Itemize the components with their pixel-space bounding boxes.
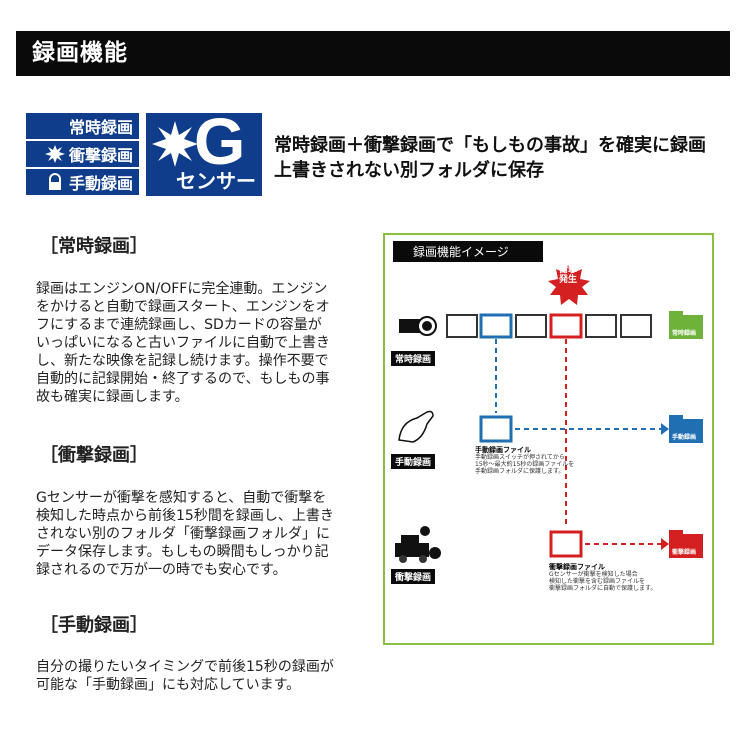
diagram-title: 録画機能イメージ xyxy=(393,241,543,262)
diagram-graphics xyxy=(395,265,703,563)
row-label-impact: 衝撃録画 xyxy=(391,569,436,584)
car-crash-icon xyxy=(395,526,441,563)
badge-manual-label: 手動録画 xyxy=(68,174,133,193)
text-line: Gセンサーが衝撃を感知すると、自動で衝撃を xyxy=(36,490,327,506)
section-body-always: 録画はエンジンON/OFFに完全連動。エンジン をかけると自動で録画スタート、エ… xyxy=(36,280,366,406)
manual-file-desc: 手動録画ファイル 手動録画スイッチが押されてから 15秒～最大約15秒の録画ファ… xyxy=(475,446,575,476)
manual-file-icon xyxy=(479,415,513,443)
page-title: 録画機能 xyxy=(32,40,128,66)
text-line: 故も確実に録画します。 xyxy=(36,389,189,405)
impact-label: 衝撃 発生 xyxy=(553,265,583,285)
lock-icon xyxy=(48,173,61,190)
impact-file-icon xyxy=(549,530,583,558)
badge-impact-label: 衝撃録画 xyxy=(68,146,133,165)
impact-burst-icon xyxy=(548,265,590,305)
impact-file-title: 衝撃録画ファイル xyxy=(549,563,605,571)
text-line: Gセンサーが衝撃を検知した場合 xyxy=(549,571,638,578)
headline: 常時録画＋衝撃録画で「もしもの事故」を確実に録画 上書きされない別フォルダに保存 xyxy=(274,133,734,183)
section-heading-manual: ［手動録画］ xyxy=(40,615,148,636)
text-line: 検知した衝撃を含む録画ファイルを xyxy=(549,578,646,585)
text-line: 録画はエンジンON/OFFに完全連動。エンジン xyxy=(36,281,328,297)
impact-label-line: 衝撃 xyxy=(558,265,577,275)
text-line: データ保存します。もしもの瞬間もしっかり記 xyxy=(36,544,329,560)
text-line: をかけると自動で録画スタート、エンジンをオ xyxy=(36,299,330,315)
section-heading-impact: ［衝撃録画］ xyxy=(40,445,148,466)
headline-line-1: 常時録画＋衝撃録画で「もしもの事故」を確実に録画 xyxy=(274,135,706,156)
burst-icon xyxy=(152,121,198,167)
section-body-impact: Gセンサーが衝撃を感知すると、自動で衝撃を 検知した時点から前後15秒間を録画し… xyxy=(36,489,366,579)
hand-icon xyxy=(398,410,434,443)
text-line: 手動録画スイッチが押されてから xyxy=(475,454,565,461)
folder-always-icon xyxy=(669,311,703,339)
text-line: 自動的に記録開始・終了するので、もしもの事 xyxy=(36,371,330,387)
folder-manual-icon xyxy=(669,415,703,443)
text-line: 15秒～最大約15秒の録画ファイルを xyxy=(475,461,575,468)
row-label-always: 常時録画 xyxy=(391,351,436,366)
key-icon xyxy=(399,316,437,336)
text-line: 手動録画フォルダに保護します。 xyxy=(475,468,565,475)
mode-badges: 常時録画 衝撃録画 手動録画 xyxy=(26,113,139,196)
section-body-manual: 自分の撮りたいタイミングで前後15秒の録画が 可能な「手動録画」にも対応していま… xyxy=(36,658,366,694)
text-line: 可能な「手動録画」にも対応しています。 xyxy=(36,677,301,693)
film-strip xyxy=(446,313,652,339)
badge-manual: 手動録画 xyxy=(26,169,139,195)
text-line: いっぱいになると古いファイルに自動で上書き xyxy=(36,335,330,351)
burst-icon xyxy=(44,145,65,163)
text-line: 検知した時点から前後15秒間を録画し、上書き xyxy=(36,508,334,524)
text-line: 録されるので万が一の時でも安心です。 xyxy=(36,562,287,578)
folder-always-label: 常時録画 xyxy=(672,330,697,337)
text-line: 自分の撮りたいタイミングで前後15秒の録画が xyxy=(36,659,334,675)
headline-line-2: 上書きされない別フォルダに保存 xyxy=(274,160,544,181)
impact-file-desc: 衝撃録画ファイル Gセンサーが衝撃を検知した場合 検知した衝撃を含む録画ファイル… xyxy=(549,563,657,593)
text-line: し、新たな映像を記録し続けます。操作不要で xyxy=(36,353,329,369)
folder-manual-label: 手動録画 xyxy=(672,434,697,441)
folder-impact-label: 衝撃録画 xyxy=(672,549,697,556)
section-heading-always: ［常時録画］ xyxy=(40,236,148,257)
g-letter: G xyxy=(194,113,246,178)
badge-always: 常時録画 xyxy=(26,113,139,139)
g-sensor-label: センサー xyxy=(176,169,256,193)
text-line: 衝撃録画フォルダに自動で保護します。 xyxy=(549,585,657,592)
header-bar: 録画機能 xyxy=(16,31,730,76)
g-sensor-badge: G センサー xyxy=(146,113,262,196)
badge-impact: 衝撃録画 xyxy=(26,141,139,167)
folder-impact-icon xyxy=(669,530,703,558)
text-line: されない別のフォルダ「衝撃録画フォルダ」に xyxy=(36,526,330,542)
badge-always-label: 常時録画 xyxy=(68,118,133,137)
impact-label-line: 発生 xyxy=(558,275,577,285)
manual-file-title: 手動録画ファイル xyxy=(475,446,531,454)
row-label-manual: 手動録画 xyxy=(391,454,436,469)
text-line: フにするまで連続録画し、SDカードの容量が xyxy=(36,317,322,333)
recording-diagram: 録画機能イメージ 衝撃 発生 常時録画 手動録画 衝撃録画 常時録画 手動録画 … xyxy=(383,233,714,645)
